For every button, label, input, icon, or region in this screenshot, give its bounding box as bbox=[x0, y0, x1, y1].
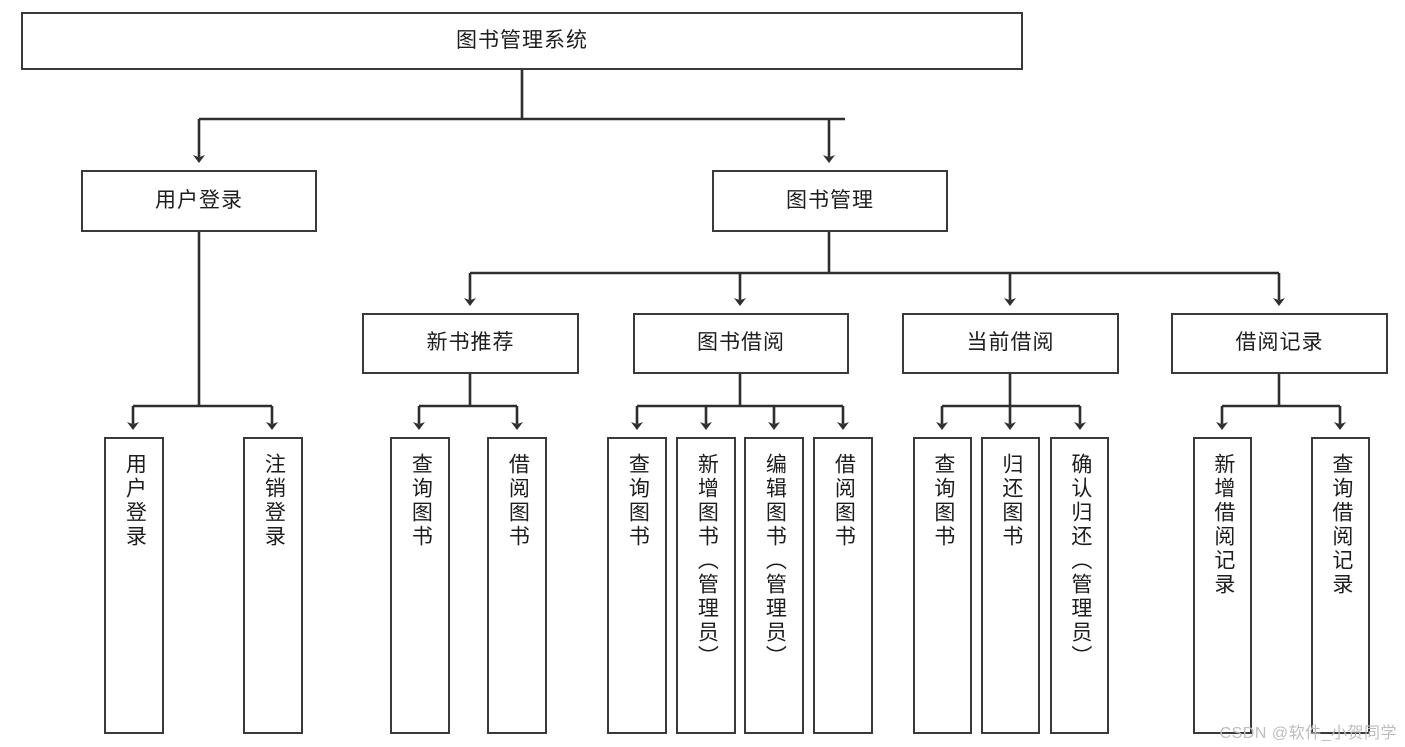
node-book-management[interactable]: 图书管理 bbox=[712, 170, 948, 232]
node-label: 注销登录 bbox=[262, 453, 286, 549]
leaf-add-book-admin[interactable]: 新增图书（管理员） bbox=[676, 437, 736, 734]
node-book-borrow[interactable]: 图书借阅 bbox=[633, 313, 849, 374]
node-label: 用户登录 bbox=[123, 453, 147, 549]
node-label: 新增图书（管理员） bbox=[695, 453, 719, 669]
node-label: 新增借阅记录 bbox=[1211, 453, 1235, 597]
leaf-add-borrow-record[interactable]: 新增借阅记录 bbox=[1193, 437, 1252, 734]
leaf-query-book-borrow[interactable]: 查询图书 bbox=[607, 437, 667, 734]
node-label: 图书管理 bbox=[786, 188, 874, 212]
node-label: 查询图书 bbox=[409, 453, 433, 549]
node-label: 新书推荐 bbox=[426, 331, 515, 355]
watermark-credit: CSDN @软件_小贺同学 bbox=[1219, 725, 1397, 742]
node-label: 确认归还（管理员） bbox=[1068, 453, 1092, 669]
leaf-borrow-book[interactable]: 借阅图书 bbox=[813, 437, 873, 734]
leaf-logout-login[interactable]: 注销登录 bbox=[243, 437, 303, 734]
node-current-borrow[interactable]: 当前借阅 bbox=[902, 313, 1119, 374]
node-label: 归还图书 bbox=[999, 453, 1023, 549]
node-label: 查询图书 bbox=[931, 453, 955, 549]
leaf-query-book-rec[interactable]: 查询图书 bbox=[390, 437, 450, 734]
leaf-borrow-book-rec[interactable]: 借阅图书 bbox=[487, 437, 547, 734]
leaf-query-borrow-record[interactable]: 查询借阅记录 bbox=[1311, 437, 1370, 734]
node-label: 借阅图书 bbox=[506, 453, 530, 549]
node-label: 查询图书 bbox=[626, 453, 650, 549]
node-label: 借阅记录 bbox=[1235, 331, 1324, 355]
node-borrow-record[interactable]: 借阅记录 bbox=[1171, 313, 1388, 374]
node-user-login[interactable]: 用户登录 bbox=[81, 170, 317, 232]
node-label: 当前借阅 bbox=[966, 331, 1055, 355]
node-label: 图书借阅 bbox=[697, 331, 785, 355]
leaf-query-book-current[interactable]: 查询图书 bbox=[913, 437, 972, 734]
node-label: 图书管理系统 bbox=[456, 28, 588, 52]
leaf-edit-book-admin[interactable]: 编辑图书（管理员） bbox=[744, 437, 804, 734]
node-label: 用户登录 bbox=[155, 188, 243, 212]
node-label: 编辑图书（管理员） bbox=[763, 453, 787, 669]
leaf-user-login[interactable]: 用户登录 bbox=[104, 437, 164, 734]
node-new-book-recommend[interactable]: 新书推荐 bbox=[362, 313, 579, 374]
node-label: 查询借阅记录 bbox=[1329, 453, 1353, 597]
leaf-return-book[interactable]: 归还图书 bbox=[981, 437, 1040, 734]
leaf-confirm-return-admin[interactable]: 确认归还（管理员） bbox=[1050, 437, 1109, 734]
node-root-system[interactable]: 图书管理系统 bbox=[21, 12, 1023, 70]
node-label: 借阅图书 bbox=[832, 453, 856, 549]
